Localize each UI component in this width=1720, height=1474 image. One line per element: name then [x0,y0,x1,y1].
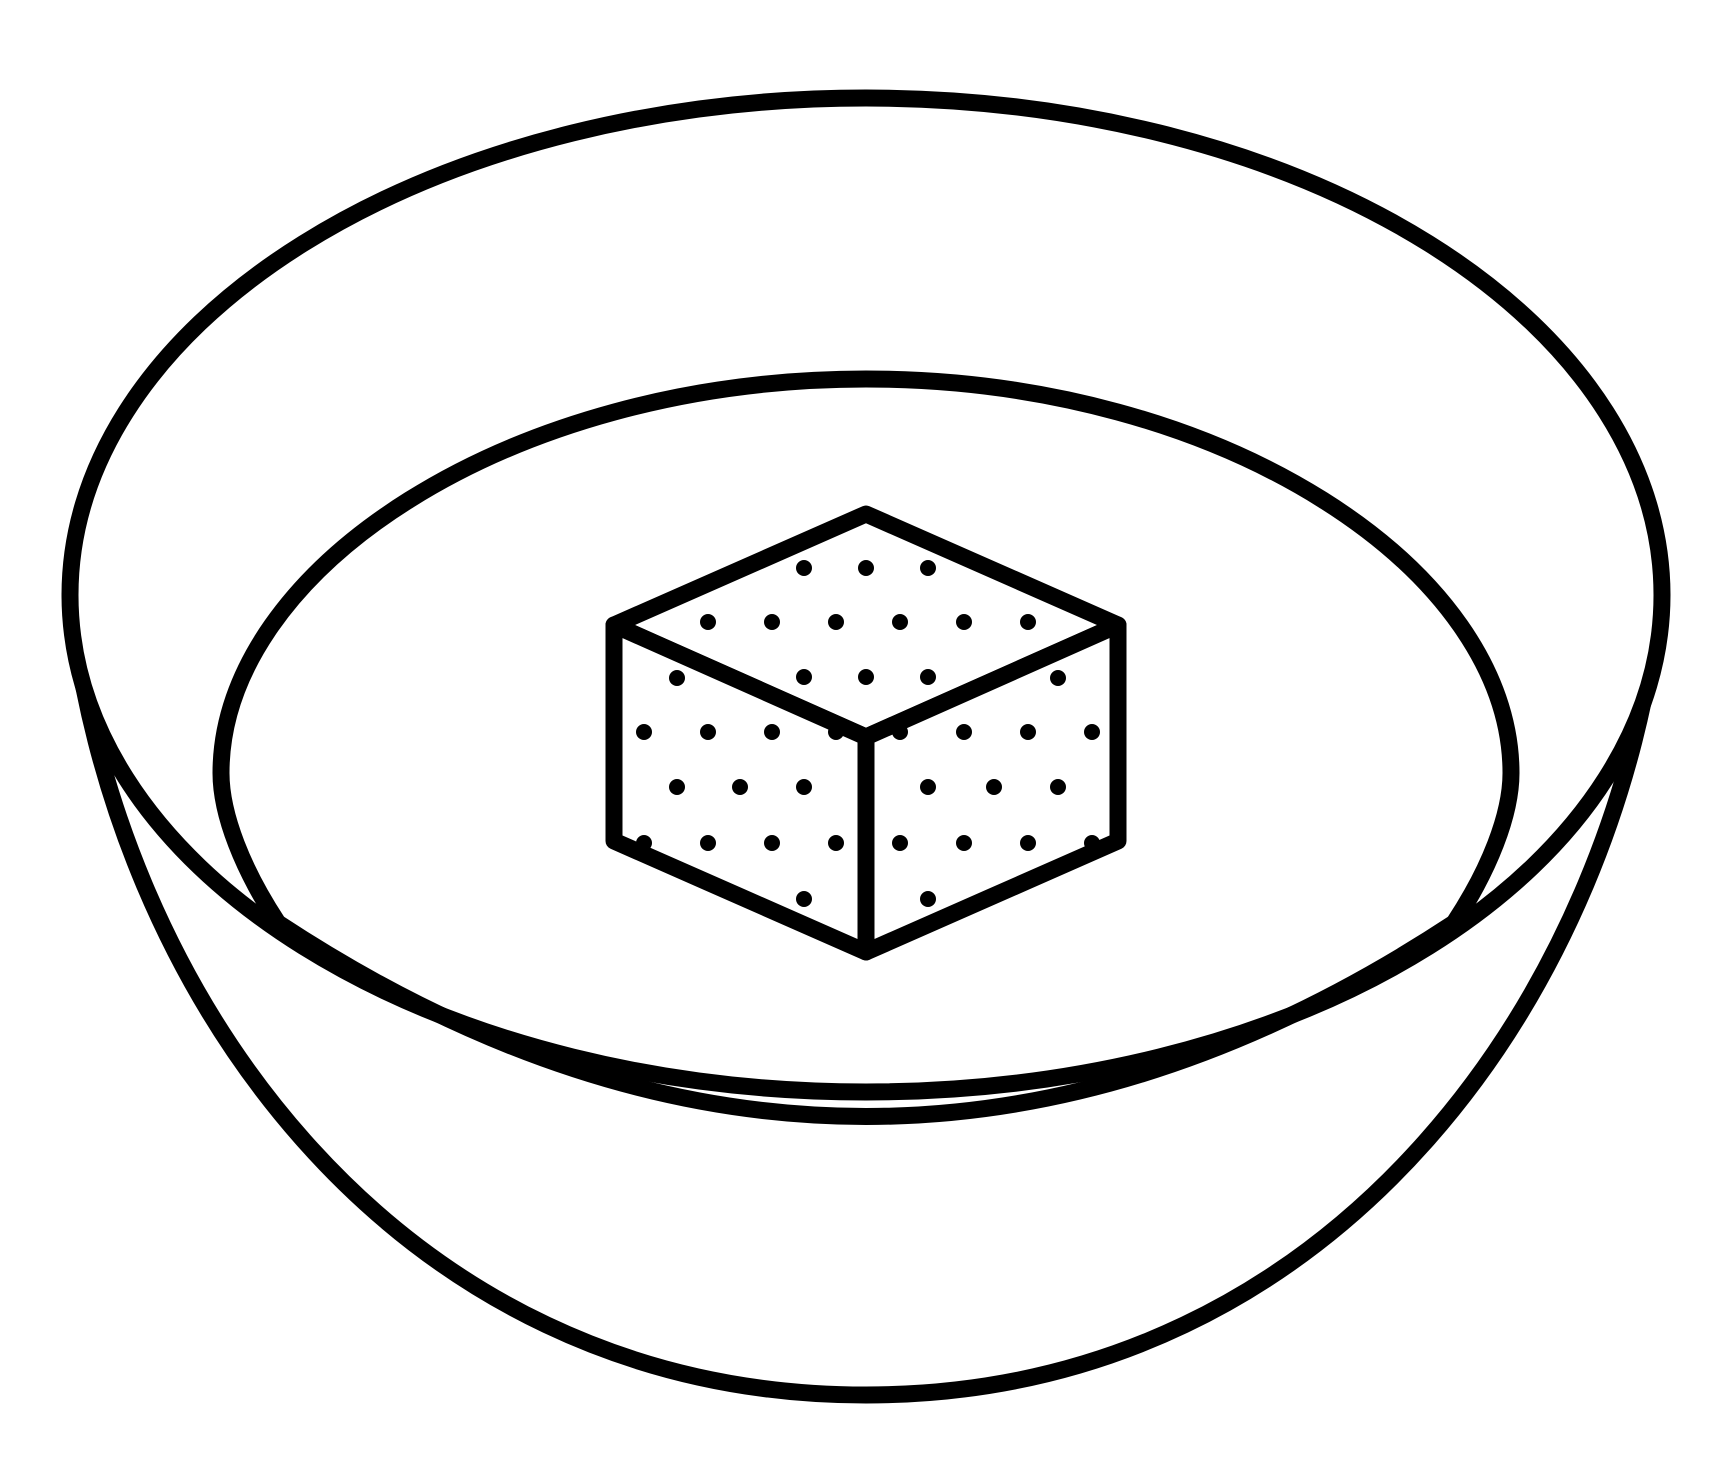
cube-dot [1084,724,1100,740]
cube-dot [920,560,936,576]
cube-dot [796,891,812,907]
cube-dot [764,724,780,740]
cube-dot [986,779,1002,795]
cube-dot [1020,724,1036,740]
cube-dot [796,779,812,795]
cube-dot [858,560,874,576]
cube-dot [1050,670,1066,686]
cube-dot [1050,779,1066,795]
cube-dot [669,779,685,795]
cube-dot [700,724,716,740]
cube-dot [892,835,908,851]
cube-dot [892,614,908,630]
cube-dot [764,614,780,630]
cube-dot [858,669,874,685]
cube-dot-texture [636,560,1100,907]
cube-dot [920,669,936,685]
cube-dot [669,670,685,686]
cube-dot [700,835,716,851]
cube-dot [920,779,936,795]
cube-dot [892,724,908,740]
cube-dot [1020,614,1036,630]
cube-dot [828,614,844,630]
cube-dot [636,835,652,851]
cube-dot [796,560,812,576]
bowl-liquid-front-edge [269,914,1463,1125]
cube-dot [1020,835,1036,851]
cube-dot [700,614,716,630]
bowl-inner-wall [212,370,1520,932]
cube-dot [1084,835,1100,851]
cube-dot [920,891,936,907]
cube-dot [956,724,972,740]
cube-dot [636,724,652,740]
cube-dot [956,614,972,630]
cube [605,505,1127,961]
cube-dot [796,669,812,685]
cube-dot [764,835,780,851]
cube-dot [828,835,844,851]
cube-dot [732,779,748,795]
cube-dot [956,835,972,851]
cube-dot [828,724,844,740]
